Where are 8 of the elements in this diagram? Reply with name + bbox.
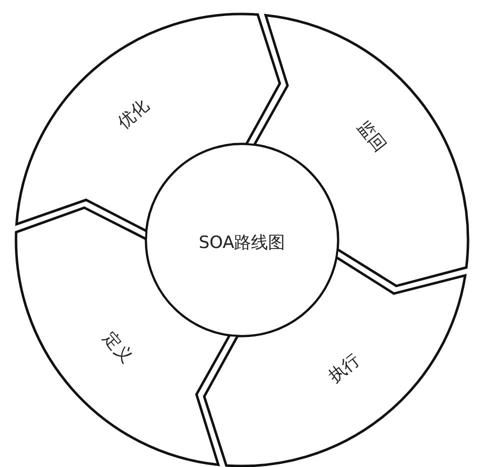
- segment-label: 执行: [324, 349, 365, 389]
- segment-label: 定义: [98, 327, 138, 370]
- segment-label: 优化: [112, 95, 154, 136]
- ring-segment: [15, 13, 282, 232]
- center-title: SOA路线图: [198, 232, 286, 256]
- ring-segment: [202, 256, 466, 467]
- ring-segment: [253, 14, 470, 288]
- segment-label: 监回: [352, 116, 392, 158]
